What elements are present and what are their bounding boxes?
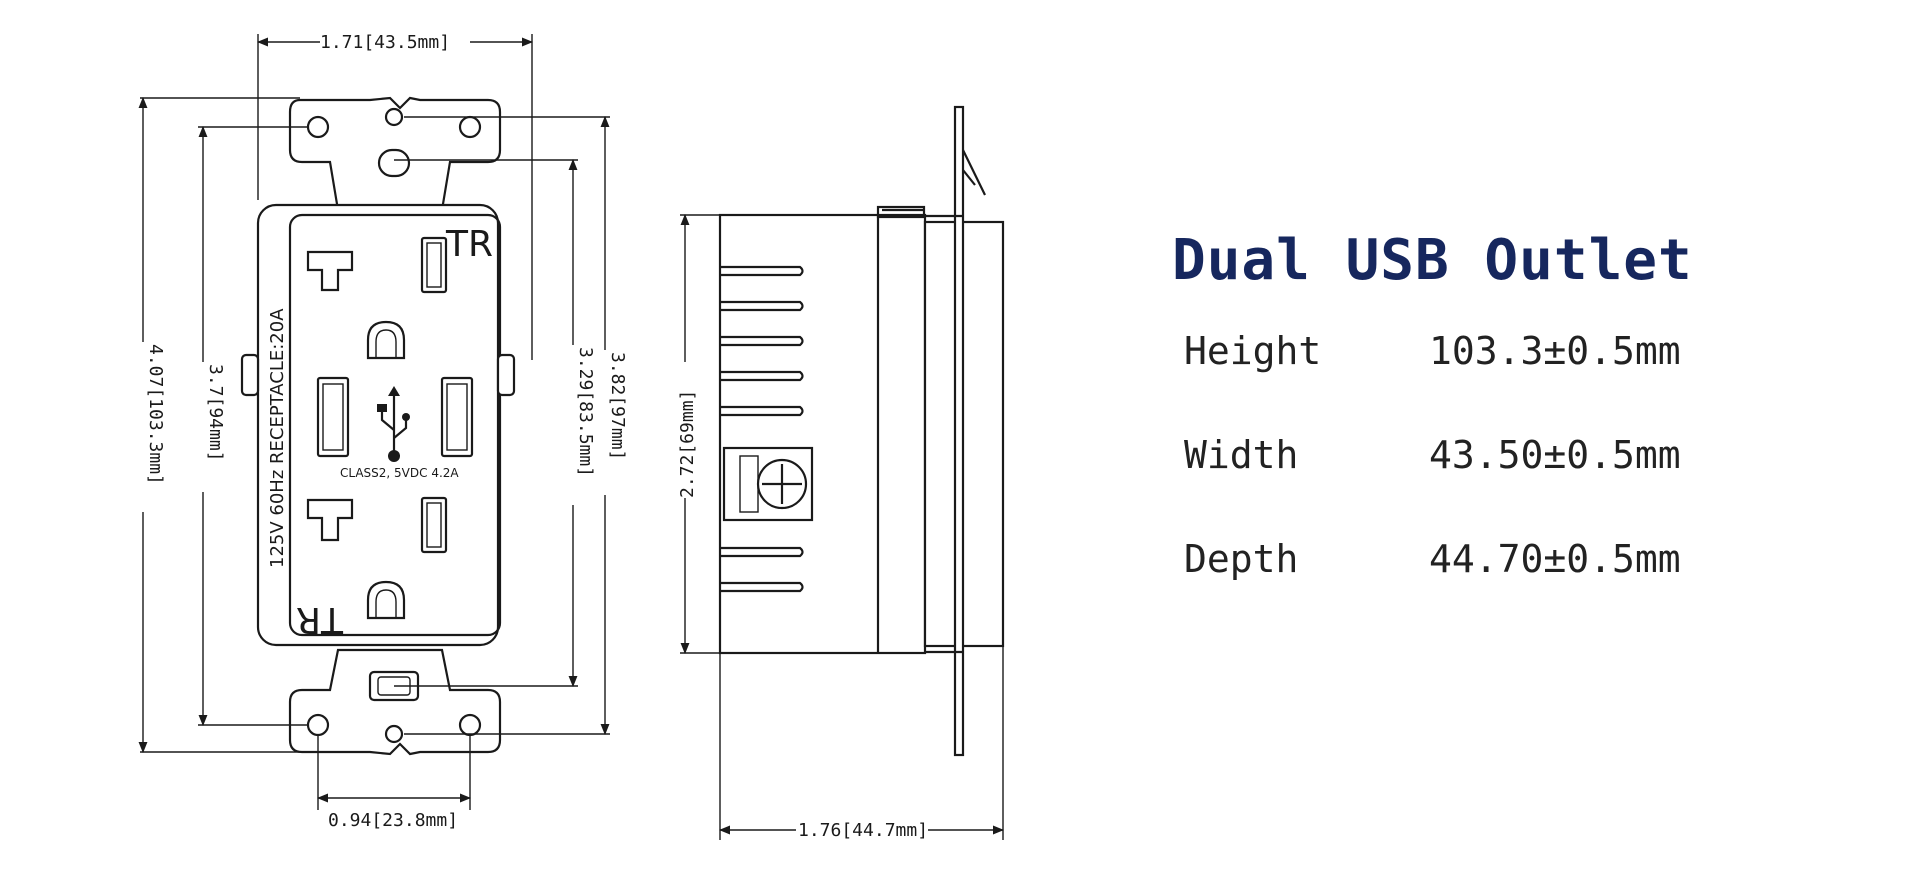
dim-top-width: 1.71[43.5mm] <box>320 32 450 53</box>
side-view <box>718 105 1005 757</box>
dim-overall-height: 4.07[103.3mm] <box>145 344 166 485</box>
front-view: TR TR 125V 60Hz RECEPTACLE:20A CLASS2, 5… <box>240 96 516 756</box>
tr-label-top: TR <box>445 224 493 265</box>
terminal-screw <box>722 446 814 522</box>
spec-label: Width <box>1184 433 1299 477</box>
rating-label: 125V 60Hz RECEPTACLE:20A <box>267 308 288 568</box>
spec-value: 103.3±0.5mm <box>1429 329 1681 373</box>
dim-right-outer: 3.82[97mm] <box>607 352 628 460</box>
dim-side-height: 2.72[69mm] <box>677 390 698 498</box>
top-hot-slot <box>420 236 448 294</box>
dim-bottom-spacing: 0.94[23.8mm] <box>328 810 458 831</box>
cooling-fins <box>720 265 804 593</box>
usb-icon <box>377 386 410 462</box>
spec-row-width: Width 43.50±0.5mm <box>1170 433 1870 537</box>
strap-slot-top <box>377 148 411 178</box>
product-title: Dual USB Outlet <box>1172 228 1693 293</box>
outlet-body <box>256 203 500 647</box>
top-neutral-slot <box>306 250 354 292</box>
dim-inner-height: 3.7[94mm] <box>205 364 226 462</box>
usb-port-right <box>440 376 474 458</box>
side-dimensions: 2.72[69mm] 1.76[44.7mm] <box>674 213 1005 842</box>
top-mounting-strap <box>288 96 502 212</box>
strap-screw-bottom <box>384 724 404 744</box>
bottom-mounting-strap <box>288 648 502 756</box>
spec-row-height: Height 103.3±0.5mm <box>1170 329 1870 433</box>
spec-row-depth: Depth 44.70±0.5mm <box>1170 537 1870 641</box>
top-ground-hole <box>366 320 406 360</box>
tr-label-bottom: TR <box>296 599 344 640</box>
usb-port-left <box>316 376 350 458</box>
side-housing <box>718 213 927 655</box>
spec-value: 43.50±0.5mm <box>1429 433 1681 477</box>
bottom-neutral-slot <box>306 498 354 542</box>
bottom-ground-hole <box>366 580 406 620</box>
spec-panel: Dual USB Outlet Height 103.3±0.5mm Width… <box>1170 228 1870 641</box>
spec-label: Height <box>1184 329 1322 373</box>
outlet-face <box>288 213 502 637</box>
side-strap <box>953 105 965 757</box>
spec-value: 44.70±0.5mm <box>1429 537 1681 581</box>
bottom-hot-slot <box>420 496 448 554</box>
dim-side-depth: 1.76[44.7mm] <box>798 820 928 841</box>
strap-screw-top <box>384 107 404 127</box>
front-dimensions: 1.71[43.5mm] 0.94[23.8mm] 4.07[103.3mm] … <box>132 32 628 831</box>
dim-right-inner: 3.29[83.5mm] <box>575 347 596 477</box>
spec-label: Depth <box>1184 537 1299 581</box>
usb-rating-label: CLASS2, 5VDC 4.2A <box>340 466 459 480</box>
